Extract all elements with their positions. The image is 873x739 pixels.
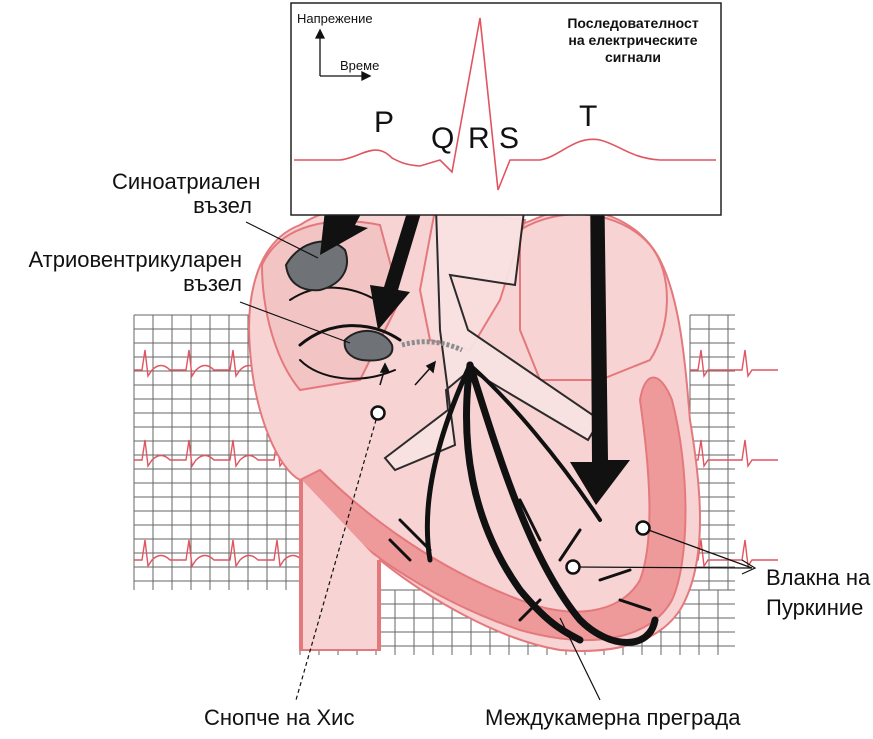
av-leader	[240, 302, 350, 343]
purkinje-marker-2	[567, 561, 580, 574]
purkinje-marker-1	[637, 522, 650, 535]
sa-leader	[246, 222, 318, 258]
purkinje-leader-2	[573, 567, 752, 568]
his-leader	[296, 413, 378, 700]
septum-leader	[560, 618, 600, 700]
his-bundle-marker	[372, 407, 385, 420]
purkinje-leader-1	[643, 528, 752, 568]
